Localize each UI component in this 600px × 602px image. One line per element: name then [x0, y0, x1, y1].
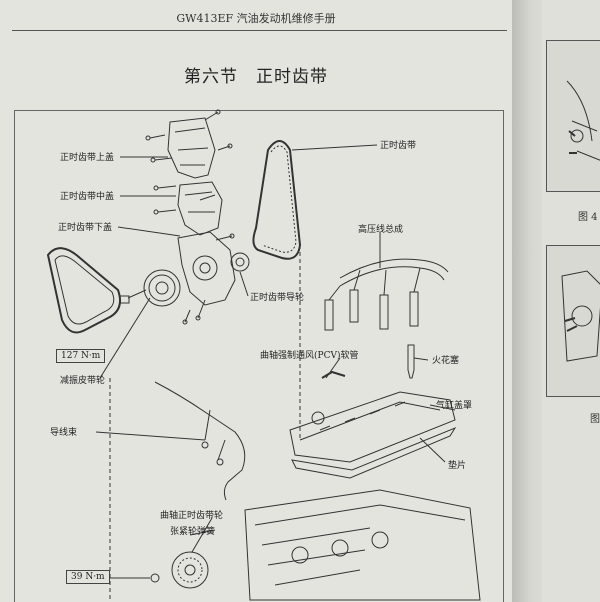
label-upper-cover: 正时齿带上盖: [60, 151, 114, 163]
diagram-frame: [14, 110, 504, 602]
diagram-labels: 正时齿带上盖 正时齿带中盖 正时齿带下盖 正时齿带 正时齿带导轮 高压线总成 曲…: [50, 139, 472, 537]
label-gasket: 垫片: [448, 459, 466, 471]
book-gutter: [512, 0, 542, 602]
engine-block-part: [244, 489, 481, 601]
header-rule: [12, 30, 507, 31]
gasket-part: [291, 426, 457, 479]
label-timing-belt: 正时齿带: [380, 139, 416, 151]
label-hv-cable: 高压线总成: [358, 223, 403, 235]
label-lower-cover: 正时齿带下盖: [58, 221, 112, 233]
harness-part: [154, 381, 246, 501]
upper-cover-part: [167, 117, 216, 179]
figure-bottom-drawing: [561, 270, 600, 362]
figure-top-drawing: [566, 80, 600, 161]
torque-crank-gear-bolt: 39 N·m: [66, 570, 110, 584]
label-damper-pulley: 减振皮带轮: [60, 374, 105, 386]
drive-belt-part: [46, 247, 121, 334]
figure-thumbnail-bottom: [546, 245, 600, 397]
section-number: 第六节: [184, 67, 238, 87]
manual-left-page: GW413EF 汽油发动机维修手册 第六节正时齿带: [0, 0, 512, 602]
section-name: 正时齿带: [256, 67, 328, 87]
label-cylinder-cover: 气缸盖罩: [436, 399, 472, 411]
manual-right-page: 图 4 图: [542, 0, 600, 602]
lower-cover-part: [177, 231, 236, 306]
figure-thumbnail-top: [546, 40, 600, 192]
idler-part: [230, 252, 250, 272]
section-title: 第六节正时齿带: [0, 62, 512, 87]
damper-pulley-part: [143, 269, 181, 307]
figure-caption-bottom: 图: [590, 414, 600, 425]
exploded-view-diagram: [46, 109, 481, 601]
middle-cover-part: [177, 181, 223, 236]
crank-gear-part: [171, 551, 209, 589]
cylinder-cover-part: [289, 391, 456, 463]
label-idler: 正时齿带导轮: [250, 291, 304, 303]
label-pcv-hose: 曲轴强制通风(PCV)软管: [260, 349, 358, 361]
timing-belt-part: [252, 140, 302, 260]
label-tensioner-spring: 张紧轮弹簧: [170, 525, 215, 537]
torque-crank-bolt: 127 N·m: [56, 349, 106, 363]
spark-plug-part: [407, 344, 415, 379]
label-middle-cover: 正时齿带中盖: [60, 190, 114, 202]
label-crank-gear: 曲轴正时齿带轮: [160, 509, 223, 521]
label-spark-plug: 火花塞: [432, 354, 459, 366]
figure-caption-top: 图 4: [578, 212, 598, 223]
label-harness: 导线束: [50, 426, 77, 438]
running-head: GW413EF 汽油发动机维修手册: [176, 12, 336, 25]
